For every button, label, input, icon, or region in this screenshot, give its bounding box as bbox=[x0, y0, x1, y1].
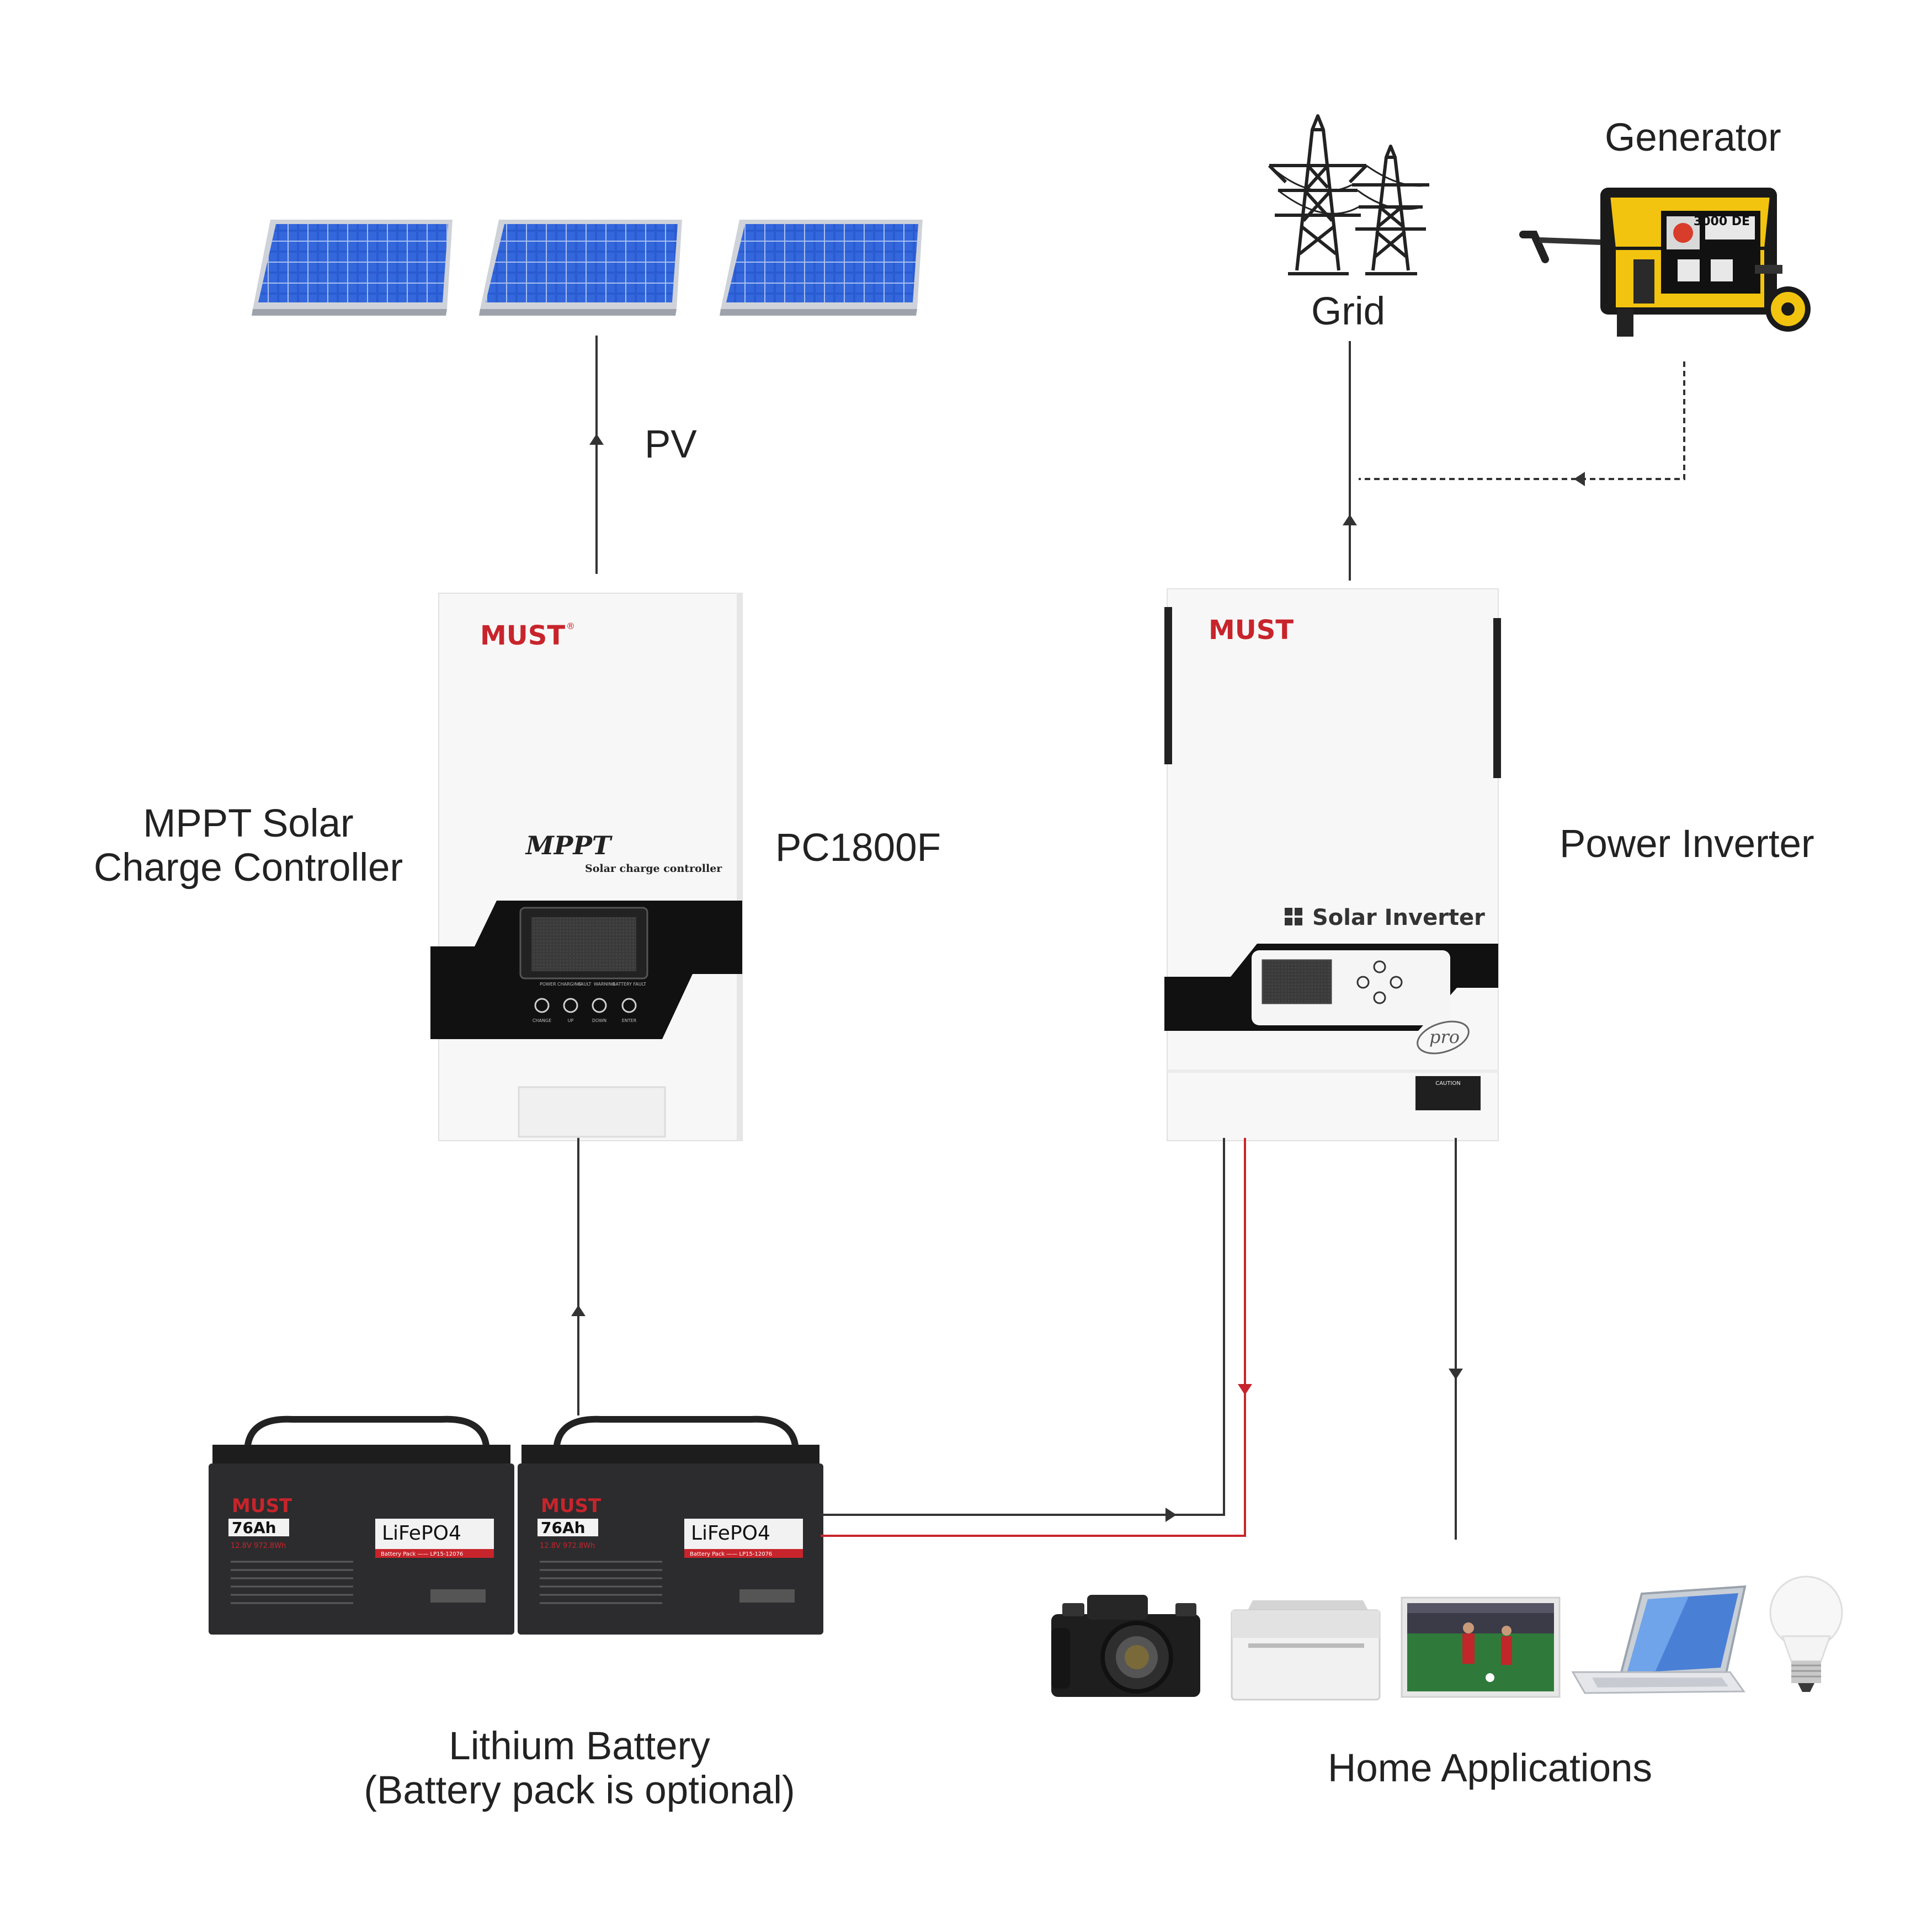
battery-1-spec: 12.8V 972.8Wh bbox=[231, 1542, 286, 1550]
battery-1-pack: Battery Pack —— LP15-12076 bbox=[381, 1551, 463, 1557]
generator-label: Generator bbox=[1605, 116, 1781, 159]
inverter-caution-text: CAUTION bbox=[1435, 1081, 1461, 1087]
controller-down-button[interactable] bbox=[592, 998, 607, 1013]
battery-1-brand: MUST bbox=[232, 1495, 292, 1517]
charge-controller-device: MUST ® MPPT Solar charge controller POWE… bbox=[430, 593, 743, 1141]
controller-enter-button[interactable] bbox=[621, 998, 637, 1013]
inverter-button-1[interactable] bbox=[1373, 960, 1386, 973]
controller-indicator-charging: CHARGING bbox=[557, 982, 581, 987]
battery-2-capacity: 76Ah bbox=[541, 1519, 586, 1537]
controller-change-button[interactable] bbox=[534, 998, 550, 1013]
controller-product-subtitle: Solar charge controller bbox=[585, 863, 722, 875]
controller-down-label: DOWN bbox=[592, 1018, 606, 1023]
inverter-title-label: Power Inverter bbox=[1560, 822, 1814, 866]
laptop-icon bbox=[1571, 1585, 1747, 1694]
home-applications-label: Home Applications bbox=[1328, 1747, 1653, 1790]
inverter-button-2[interactable] bbox=[1356, 976, 1370, 989]
battery-title-line-1: Lithium Battery bbox=[449, 1725, 710, 1768]
inverter-device: MUST Solar Inverter pro CAUTION bbox=[1164, 588, 1501, 1141]
home-arrow bbox=[1449, 1369, 1463, 1380]
controller-change-label: CHANGE bbox=[533, 1018, 551, 1023]
generator-arrow bbox=[1574, 472, 1585, 486]
inverter-button-4[interactable] bbox=[1373, 991, 1386, 1004]
grid-label: Grid bbox=[1311, 290, 1386, 333]
solar-panel-2 bbox=[479, 220, 682, 316]
controller-title-label: MPPT Solar Charge Controller bbox=[55, 802, 441, 890]
battery-1: MUST 76Ah 12.8V 972.8Wh LiFePO4 Battery … bbox=[209, 1415, 514, 1635]
inverter-product-name: Solar Inverter bbox=[1312, 905, 1485, 930]
controller-indicator-battery-fault: BATTERY FAULT bbox=[613, 982, 646, 987]
battery-title-line-2: (Battery pack is optional) bbox=[364, 1769, 795, 1812]
battery-1-chemistry: LiFePO4 bbox=[382, 1522, 461, 1545]
battery-arrow bbox=[571, 1305, 586, 1316]
inverter-button-3[interactable] bbox=[1390, 976, 1403, 989]
camera-icon bbox=[1051, 1595, 1200, 1697]
controller-brand-logo: MUST bbox=[480, 620, 565, 651]
controller-product-name: MPPT bbox=[525, 831, 613, 860]
controller-enter-label: ENTER bbox=[622, 1018, 637, 1023]
printer-icon bbox=[1231, 1600, 1381, 1701]
generator-nameplate: 3000 DE bbox=[1694, 215, 1750, 228]
solar-panel-3 bbox=[720, 220, 923, 316]
controller-indicator-fault: FAULT bbox=[578, 982, 592, 987]
battery-title-label: Lithium Battery (Battery pack is optiona… bbox=[304, 1725, 855, 1813]
controller-brand-mark: ® bbox=[566, 621, 575, 631]
battery-1-capacity: 76Ah bbox=[232, 1519, 276, 1537]
controller-title-line-2: Charge Controller bbox=[93, 846, 403, 890]
pv-arrow bbox=[589, 434, 604, 445]
controller-title-line-1: MPPT Solar bbox=[143, 802, 354, 845]
grid-arrow bbox=[1343, 514, 1357, 525]
tv-icon bbox=[1401, 1596, 1561, 1698]
inverter-caution-label bbox=[1415, 1076, 1481, 1110]
battery-2-spec: 12.8V 972.8Wh bbox=[540, 1542, 595, 1550]
battery-2-chemistry: LiFePO4 bbox=[691, 1522, 770, 1545]
battery-inverter-arrow bbox=[1165, 1508, 1177, 1522]
red-arrow bbox=[1238, 1384, 1252, 1395]
connection-lines bbox=[571, 336, 1685, 1540]
controller-up-label: UP bbox=[568, 1018, 574, 1023]
controller-model-label: PC1800F bbox=[775, 826, 941, 870]
solar-panel-1 bbox=[252, 220, 453, 316]
generator-line bbox=[1359, 361, 1685, 480]
controller-indicator-power: POWER bbox=[540, 982, 556, 987]
battery-2-pack: Battery Pack —— LP15-12076 bbox=[690, 1551, 772, 1557]
battery-2-brand: MUST bbox=[541, 1495, 602, 1517]
controller-up-button[interactable] bbox=[563, 998, 578, 1013]
generator-icon: 3000 DE bbox=[1519, 188, 1811, 337]
light-bulb-icon bbox=[1769, 1576, 1843, 1692]
red-battery-line bbox=[821, 1138, 1252, 1537]
battery-inverter-line bbox=[821, 1138, 1225, 1516]
inverter-pro-badge: pro bbox=[1429, 1026, 1460, 1047]
power-tower-icon bbox=[1268, 114, 1430, 275]
inverter-brand-logo: MUST bbox=[1209, 615, 1294, 646]
battery-2: MUST 76Ah 12.8V 972.8Wh LiFePO4 Battery … bbox=[518, 1415, 823, 1635]
controller-indicator-warning: WARNING bbox=[594, 982, 615, 987]
pv-label: PV bbox=[645, 423, 697, 466]
